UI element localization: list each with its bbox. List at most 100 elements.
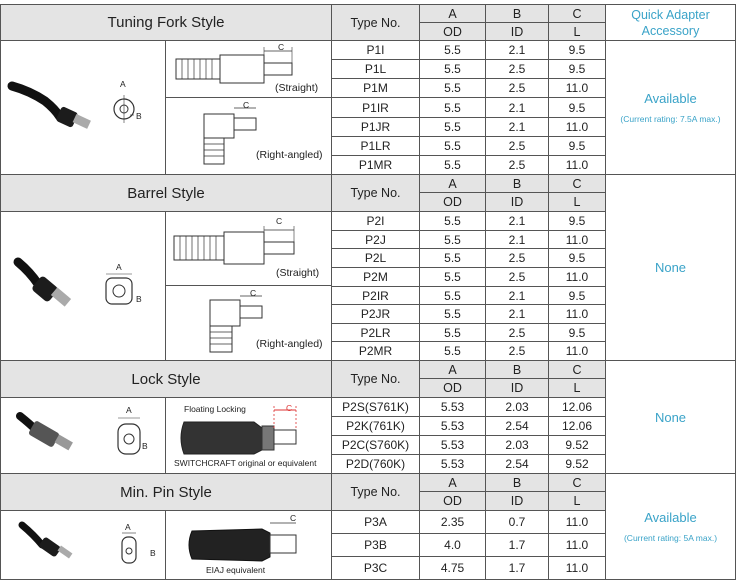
tuning-fork-plug-photo xyxy=(7,81,135,129)
lock-plug-photo-cell xyxy=(0,398,166,474)
type-no-header: Type No. xyxy=(332,474,420,511)
quick-adapter-header: Quick Adapter Accessory xyxy=(606,4,736,41)
dim-b-cell: 2.54 xyxy=(486,455,549,474)
lock-switchcraft-label: SWITCHCRAFT original or equivalent xyxy=(174,458,317,468)
col-a-header: A xyxy=(420,474,486,492)
dim-b-cell: 2.5 xyxy=(486,268,549,287)
type-no-cell: P2IR xyxy=(332,287,420,305)
col-b-header: B xyxy=(486,361,549,379)
dim-b-cell: 2.5 xyxy=(486,249,549,268)
dim-c-cell: 11.0 xyxy=(549,156,606,175)
type-no-cell: P2LR xyxy=(332,324,420,342)
col-od-header: OD xyxy=(420,23,486,41)
type-no-cell: P1L xyxy=(332,60,420,79)
dim-a-cell: 5.5 xyxy=(420,342,486,361)
dim-b-cell: 1.7 xyxy=(486,557,549,580)
dim-b-cell: 2.1 xyxy=(486,118,549,137)
col-od-header: OD xyxy=(420,379,486,398)
dim-a-cell: 5.5 xyxy=(420,212,486,231)
col-id-header: ID xyxy=(486,379,549,398)
tuning-fork-dim-c: C xyxy=(278,42,285,52)
section-title-barrel: Barrel Style xyxy=(0,175,332,212)
min-pin-dim-a: A xyxy=(125,522,131,532)
type-no-header: Type No. xyxy=(332,175,420,212)
col-od-header: OD xyxy=(420,193,486,212)
dim-a-cell: 5.5 xyxy=(420,41,486,60)
dim-b-cell: 2.1 xyxy=(486,287,549,305)
dim-c-cell: 9.5 xyxy=(549,41,606,60)
dim-a-cell: 4.0 xyxy=(420,534,486,557)
type-no-cell: P1JR xyxy=(332,118,420,137)
dim-c-cell: 9.5 xyxy=(549,324,606,342)
col-a-header: A xyxy=(420,175,486,193)
tuning-fork-straight-drawing-cell xyxy=(166,41,332,98)
dim-b-cell: 2.1 xyxy=(486,231,549,249)
dim-b-cell: 2.54 xyxy=(486,417,549,436)
lock-accessory-cell: None xyxy=(606,361,736,474)
lock-plug-photo xyxy=(16,412,141,455)
dim-a-cell: 5.5 xyxy=(420,268,486,287)
min-pin-dim-b: B xyxy=(150,548,156,558)
col-id-header: ID xyxy=(486,193,549,212)
dim-b-cell: 2.5 xyxy=(486,156,549,175)
dim-a-cell: 5.5 xyxy=(420,287,486,305)
tuning-fork-dim-a: A xyxy=(120,79,126,89)
lock-drawing xyxy=(180,406,297,455)
tuning-fork-accessory-cell: Available (Current rating: 7.5A max.) xyxy=(606,41,736,175)
type-no-cell: P3A xyxy=(332,511,420,534)
tuning-fork-dim-c-angled: C xyxy=(243,100,250,110)
dim-a-cell: 5.5 xyxy=(420,324,486,342)
col-l-header: L xyxy=(549,492,606,511)
dim-c-cell: 11.0 xyxy=(549,342,606,361)
dim-b-cell: 2.1 xyxy=(486,305,549,324)
dim-a-cell: 5.5 xyxy=(420,118,486,137)
type-no-cell: P3B xyxy=(332,534,420,557)
tuning-fork-angled-drawing xyxy=(203,107,257,165)
quick-adapter-header-line1: Quick Adapter xyxy=(631,7,710,22)
type-no-cell: P1MR xyxy=(332,156,420,175)
dim-a-cell: 5.5 xyxy=(420,98,486,118)
lock-dim-a: A xyxy=(126,405,132,415)
dim-a-cell: 5.5 xyxy=(420,305,486,324)
dim-b-cell: 0.7 xyxy=(486,511,549,534)
quick-adapter-header-line2: Accessory xyxy=(641,23,700,38)
type-no-cell: P2I xyxy=(332,212,420,231)
tuning-fork-straight-label: (Straight) xyxy=(275,82,319,94)
type-no-cell: P1LR xyxy=(332,137,420,156)
type-no-header: Type No. xyxy=(332,361,420,398)
dim-c-cell: 9.52 xyxy=(549,455,606,474)
col-b-header: B xyxy=(486,474,549,492)
type-no-cell: P2JR xyxy=(332,305,420,324)
dim-c-cell: 12.06 xyxy=(549,398,606,417)
col-a-header: A xyxy=(420,361,486,379)
min-pin-accessory-note: (Current rating: 5A max.) xyxy=(623,533,718,543)
dim-c-cell: 9.5 xyxy=(549,249,606,268)
lock-dim-b: B xyxy=(142,441,148,451)
lock-dim-c: C xyxy=(286,403,293,413)
col-b-header: B xyxy=(486,4,549,23)
dim-c-cell: 11.0 xyxy=(549,557,606,580)
dim-c-cell: 11.0 xyxy=(549,534,606,557)
type-no-cell: P2K(761K) xyxy=(332,417,420,436)
type-no-cell: P2MR xyxy=(332,342,420,361)
dim-b-cell: 2.1 xyxy=(486,41,549,60)
min-pin-dim-c: C xyxy=(290,513,297,523)
barrel-plug-photo xyxy=(13,257,133,307)
type-no-cell: P1I xyxy=(332,41,420,60)
col-l-header: L xyxy=(549,23,606,41)
type-no-cell: P2L xyxy=(332,249,420,268)
dim-b-cell: 2.03 xyxy=(486,398,549,417)
col-b-header: B xyxy=(486,175,549,193)
dim-a-cell: 5.5 xyxy=(420,231,486,249)
min-pin-plug-photo xyxy=(18,521,137,564)
dim-c-cell: 9.5 xyxy=(549,287,606,305)
tuning-fork-accessory-status: Available xyxy=(644,91,697,106)
tuning-fork-straight-drawing xyxy=(175,47,293,84)
min-pin-accessory-status: Available xyxy=(644,510,697,525)
col-id-header: ID xyxy=(486,492,549,511)
min-pin-accessory-cell: Available (Current rating: 5A max.) xyxy=(606,474,736,580)
dim-c-cell: 11.0 xyxy=(549,268,606,287)
barrel-straight-label: (Straight) xyxy=(276,267,320,279)
dim-a-cell: 5.5 xyxy=(420,156,486,175)
